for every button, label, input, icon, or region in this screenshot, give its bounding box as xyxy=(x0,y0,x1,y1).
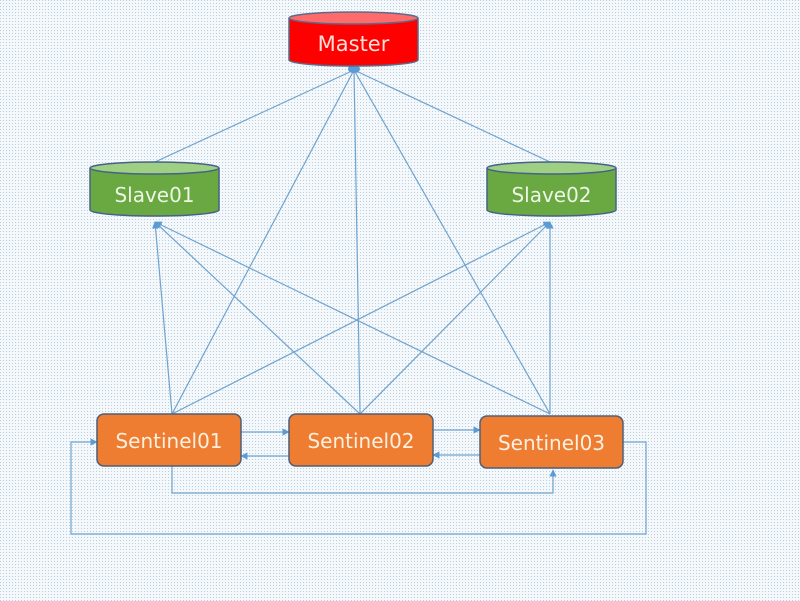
edge-sentinel01-slave01 xyxy=(151,221,173,415)
edge-sentinel02-slave01 xyxy=(154,221,361,415)
edge-sentinel03-slave01 xyxy=(154,221,551,415)
sentinel03-node[interactable]: Sentinel03 xyxy=(479,415,624,469)
edge-slave02-master xyxy=(353,69,551,163)
master-label: Master xyxy=(318,32,390,56)
edge-slave01-master xyxy=(154,69,355,163)
slave02-node[interactable]: Slave02 xyxy=(486,161,617,217)
sentinel02-node[interactable]: Sentinel02 xyxy=(288,413,434,467)
master-node[interactable]: Master xyxy=(288,11,419,67)
edge-s1-to-s3 xyxy=(171,466,557,494)
slave01-node[interactable]: Slave01 xyxy=(89,161,220,217)
edge-sentinel02-master xyxy=(353,69,361,415)
sentinel01-node[interactable]: Sentinel01 xyxy=(96,413,242,467)
edge-sentinel01-slave02 xyxy=(171,221,551,415)
edge-s3-to-s1 xyxy=(70,438,647,535)
edges xyxy=(70,65,647,535)
sentinel02-label: Sentinel02 xyxy=(307,429,414,453)
slave02-label: Slave02 xyxy=(511,183,591,207)
master-arrow-head xyxy=(348,65,360,73)
edge-sentinel01-master xyxy=(171,69,355,415)
edge-sentinel03-master xyxy=(353,69,551,415)
slave01-label: Slave01 xyxy=(114,183,194,207)
sentinel03-label: Sentinel03 xyxy=(498,431,605,455)
sentinel01-label: Sentinel01 xyxy=(115,429,222,453)
edge-sentinel02-slave02 xyxy=(359,221,551,415)
